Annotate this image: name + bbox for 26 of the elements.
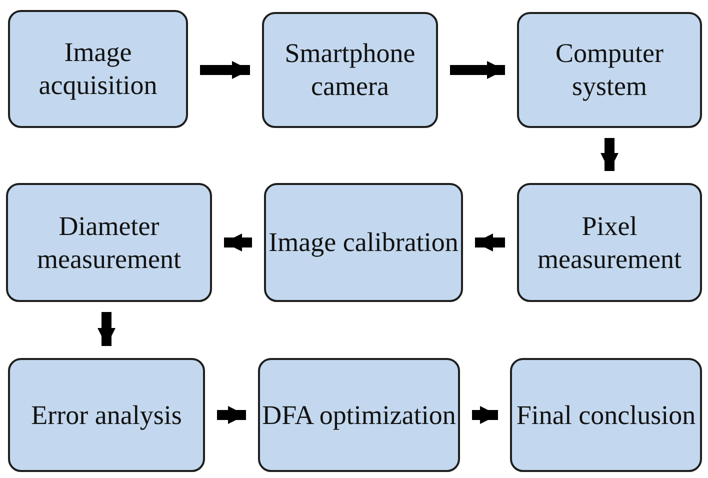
node-label: Smartphone camera xyxy=(284,37,416,103)
node-label: Error analysis xyxy=(31,398,182,432)
process-box xyxy=(262,12,438,128)
arrow xyxy=(98,312,116,346)
node-label: Final conclusion xyxy=(516,398,696,432)
process-box xyxy=(510,358,702,472)
process-box xyxy=(517,183,702,302)
arrow xyxy=(450,61,505,79)
process-box xyxy=(264,183,463,302)
process-box xyxy=(8,358,205,472)
process-box xyxy=(8,10,188,128)
arrow xyxy=(475,234,505,252)
node-label: Computer system xyxy=(554,37,664,103)
arrow xyxy=(224,234,252,252)
arrow xyxy=(472,406,498,424)
arrow xyxy=(600,138,618,171)
node-label: Image acquisition xyxy=(38,36,158,102)
process-box xyxy=(6,183,212,302)
node-label: DFA optimization xyxy=(262,398,456,432)
arrow xyxy=(217,406,246,424)
node-label: Image calibration xyxy=(268,226,458,259)
process-box xyxy=(258,358,460,472)
node-label: Pixel measurement xyxy=(536,210,682,276)
process-box xyxy=(517,12,702,128)
node-label: Diameter measurement xyxy=(36,210,182,276)
arrow xyxy=(200,61,250,79)
